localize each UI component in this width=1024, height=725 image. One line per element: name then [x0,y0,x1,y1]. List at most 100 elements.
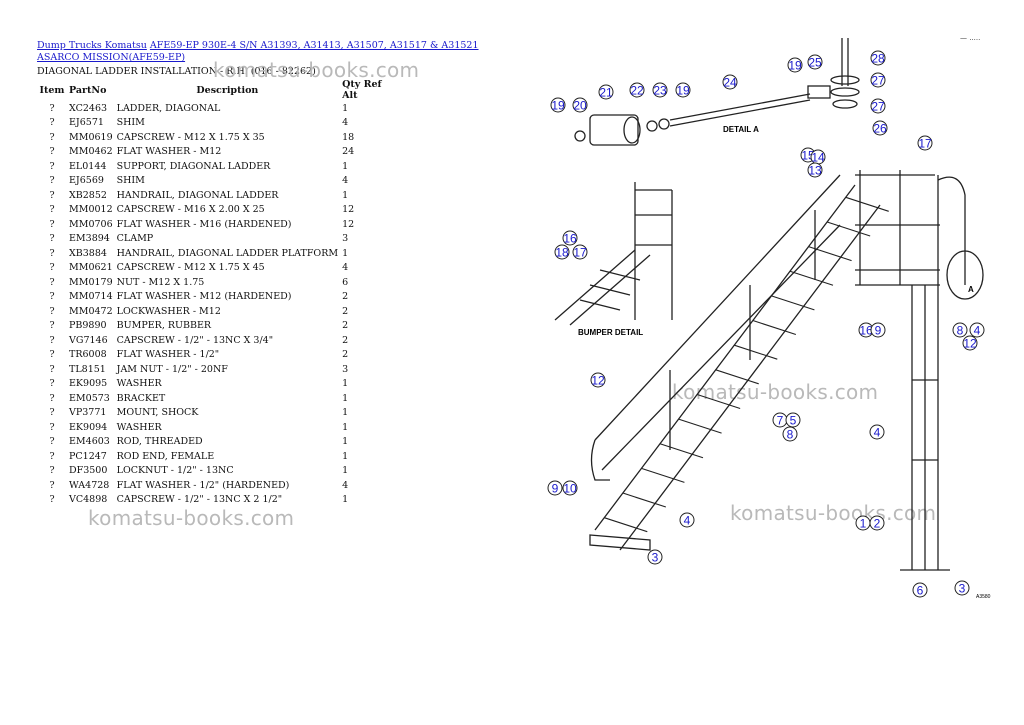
diagram-linework [554,38,984,571]
breadcrumb-root-link[interactable]: Dump Trucks Komatsu [37,40,147,51]
cell-item: ? [49,436,55,448]
cell-qty: 2 [342,334,349,346]
callout-number: 17 [918,137,932,151]
callout-balloon: 17 [572,244,588,260]
callout-balloon: 5 [785,412,801,428]
callout-balloon: 4 [969,322,985,338]
callout-circle [572,97,588,113]
callout-number: 13 [808,164,822,178]
cell-item: ? [49,465,55,477]
cell-qty: 2 [342,320,349,332]
callout-balloon: 7 [772,412,788,428]
cell-qty: 4 [342,175,349,187]
cell-partno: MM0619 [69,131,113,143]
cell-partno: MM0621 [69,262,113,274]
cell-qty: 2 [342,349,349,361]
callout-circle [869,515,885,531]
cell-item: ? [49,189,55,201]
cell-partno: PB9890 [69,320,107,332]
header-qty-ref-alt: Qty Ref Alt [342,79,382,101]
washer-part [658,118,670,130]
cell-qty: 1 [342,407,349,419]
cell-partno: TR6008 [69,349,107,361]
callout-number: 8 [787,428,794,442]
cell-item: ? [49,392,55,404]
callout-balloon: 3 [647,549,663,565]
callout-number: 2 [874,517,881,531]
callout-circle [952,322,968,338]
cell-partno: WA4728 [69,479,110,491]
cell-qty: 6 [342,276,349,288]
cell-description: FLAT WASHER - M12 [116,146,222,158]
cell-partno: VP3771 [69,407,107,419]
cell-qty: 1 [342,378,349,390]
cell-partno: XB2852 [69,189,107,201]
cell-item: ? [49,102,55,114]
ladder-rung [604,517,648,533]
cell-qty: 1 [342,102,349,114]
bumper-ladder-side [554,249,636,321]
view-letter: A [968,285,974,294]
callout-circle [590,372,606,388]
cell-qty: 12 [342,218,355,230]
cell-item: ? [49,175,55,187]
washer-part [830,87,860,97]
callout-balloon: 4 [679,512,695,528]
callout-number: 24 [723,76,737,90]
breadcrumb-model-link[interactable]: AFE59-EP 930E-4 S/N A31393, A31413, A315… [37,40,479,63]
callout-number: 4 [974,324,981,338]
cell-qty: 1 [342,247,349,259]
cell-item: ? [49,262,55,274]
ladder-rung [808,246,852,262]
cell-description: SHIM [116,175,145,187]
bumper-detail-label: BUMPER DETAIL [578,328,643,337]
callout-balloon: 12 [962,335,978,351]
callout-balloon: 26 [872,120,888,136]
callout-number: 9 [875,324,882,338]
header-item: Item [39,84,65,96]
cell-partno: MM0472 [69,305,113,317]
callout-number: 12 [591,374,605,388]
ladder-base-shim [589,534,651,551]
cell-qty: 1 [342,160,349,172]
callout-balloon: 27 [870,72,886,88]
callout-number: 21 [599,86,613,100]
ladder-rung [622,492,667,508]
callout-balloon: 9 [547,480,563,496]
cell-description: CAPSCREW - M12 X 1.75 X 35 [116,131,265,143]
bumper-rung [599,269,641,281]
ladder-rung [696,393,741,409]
callout-circle [912,582,928,598]
handrail-lower [601,224,841,471]
cell-partno: MM0706 [69,218,113,230]
cell-description: CLAMP [116,233,154,245]
callout-number: 16 [859,324,873,338]
header-description: Description [196,84,259,96]
platform-handrail-curve [937,176,966,285]
callout-balloon: 27 [870,98,886,114]
callout-circle [807,54,823,70]
washer-part [646,120,658,132]
callout-circle [554,244,570,260]
cell-qty: 4 [342,262,349,274]
cell-description: FLAT WASHER - M16 (HARDENED) [116,218,292,230]
rod-end-female [807,85,831,99]
cell-description: ROD, THREADED [116,436,203,448]
washer-part [574,130,586,142]
cell-qty: 1 [342,189,349,201]
callout-circle [562,480,578,496]
callout-balloon: 3 [954,580,970,596]
cell-partno: EK9095 [69,378,108,390]
